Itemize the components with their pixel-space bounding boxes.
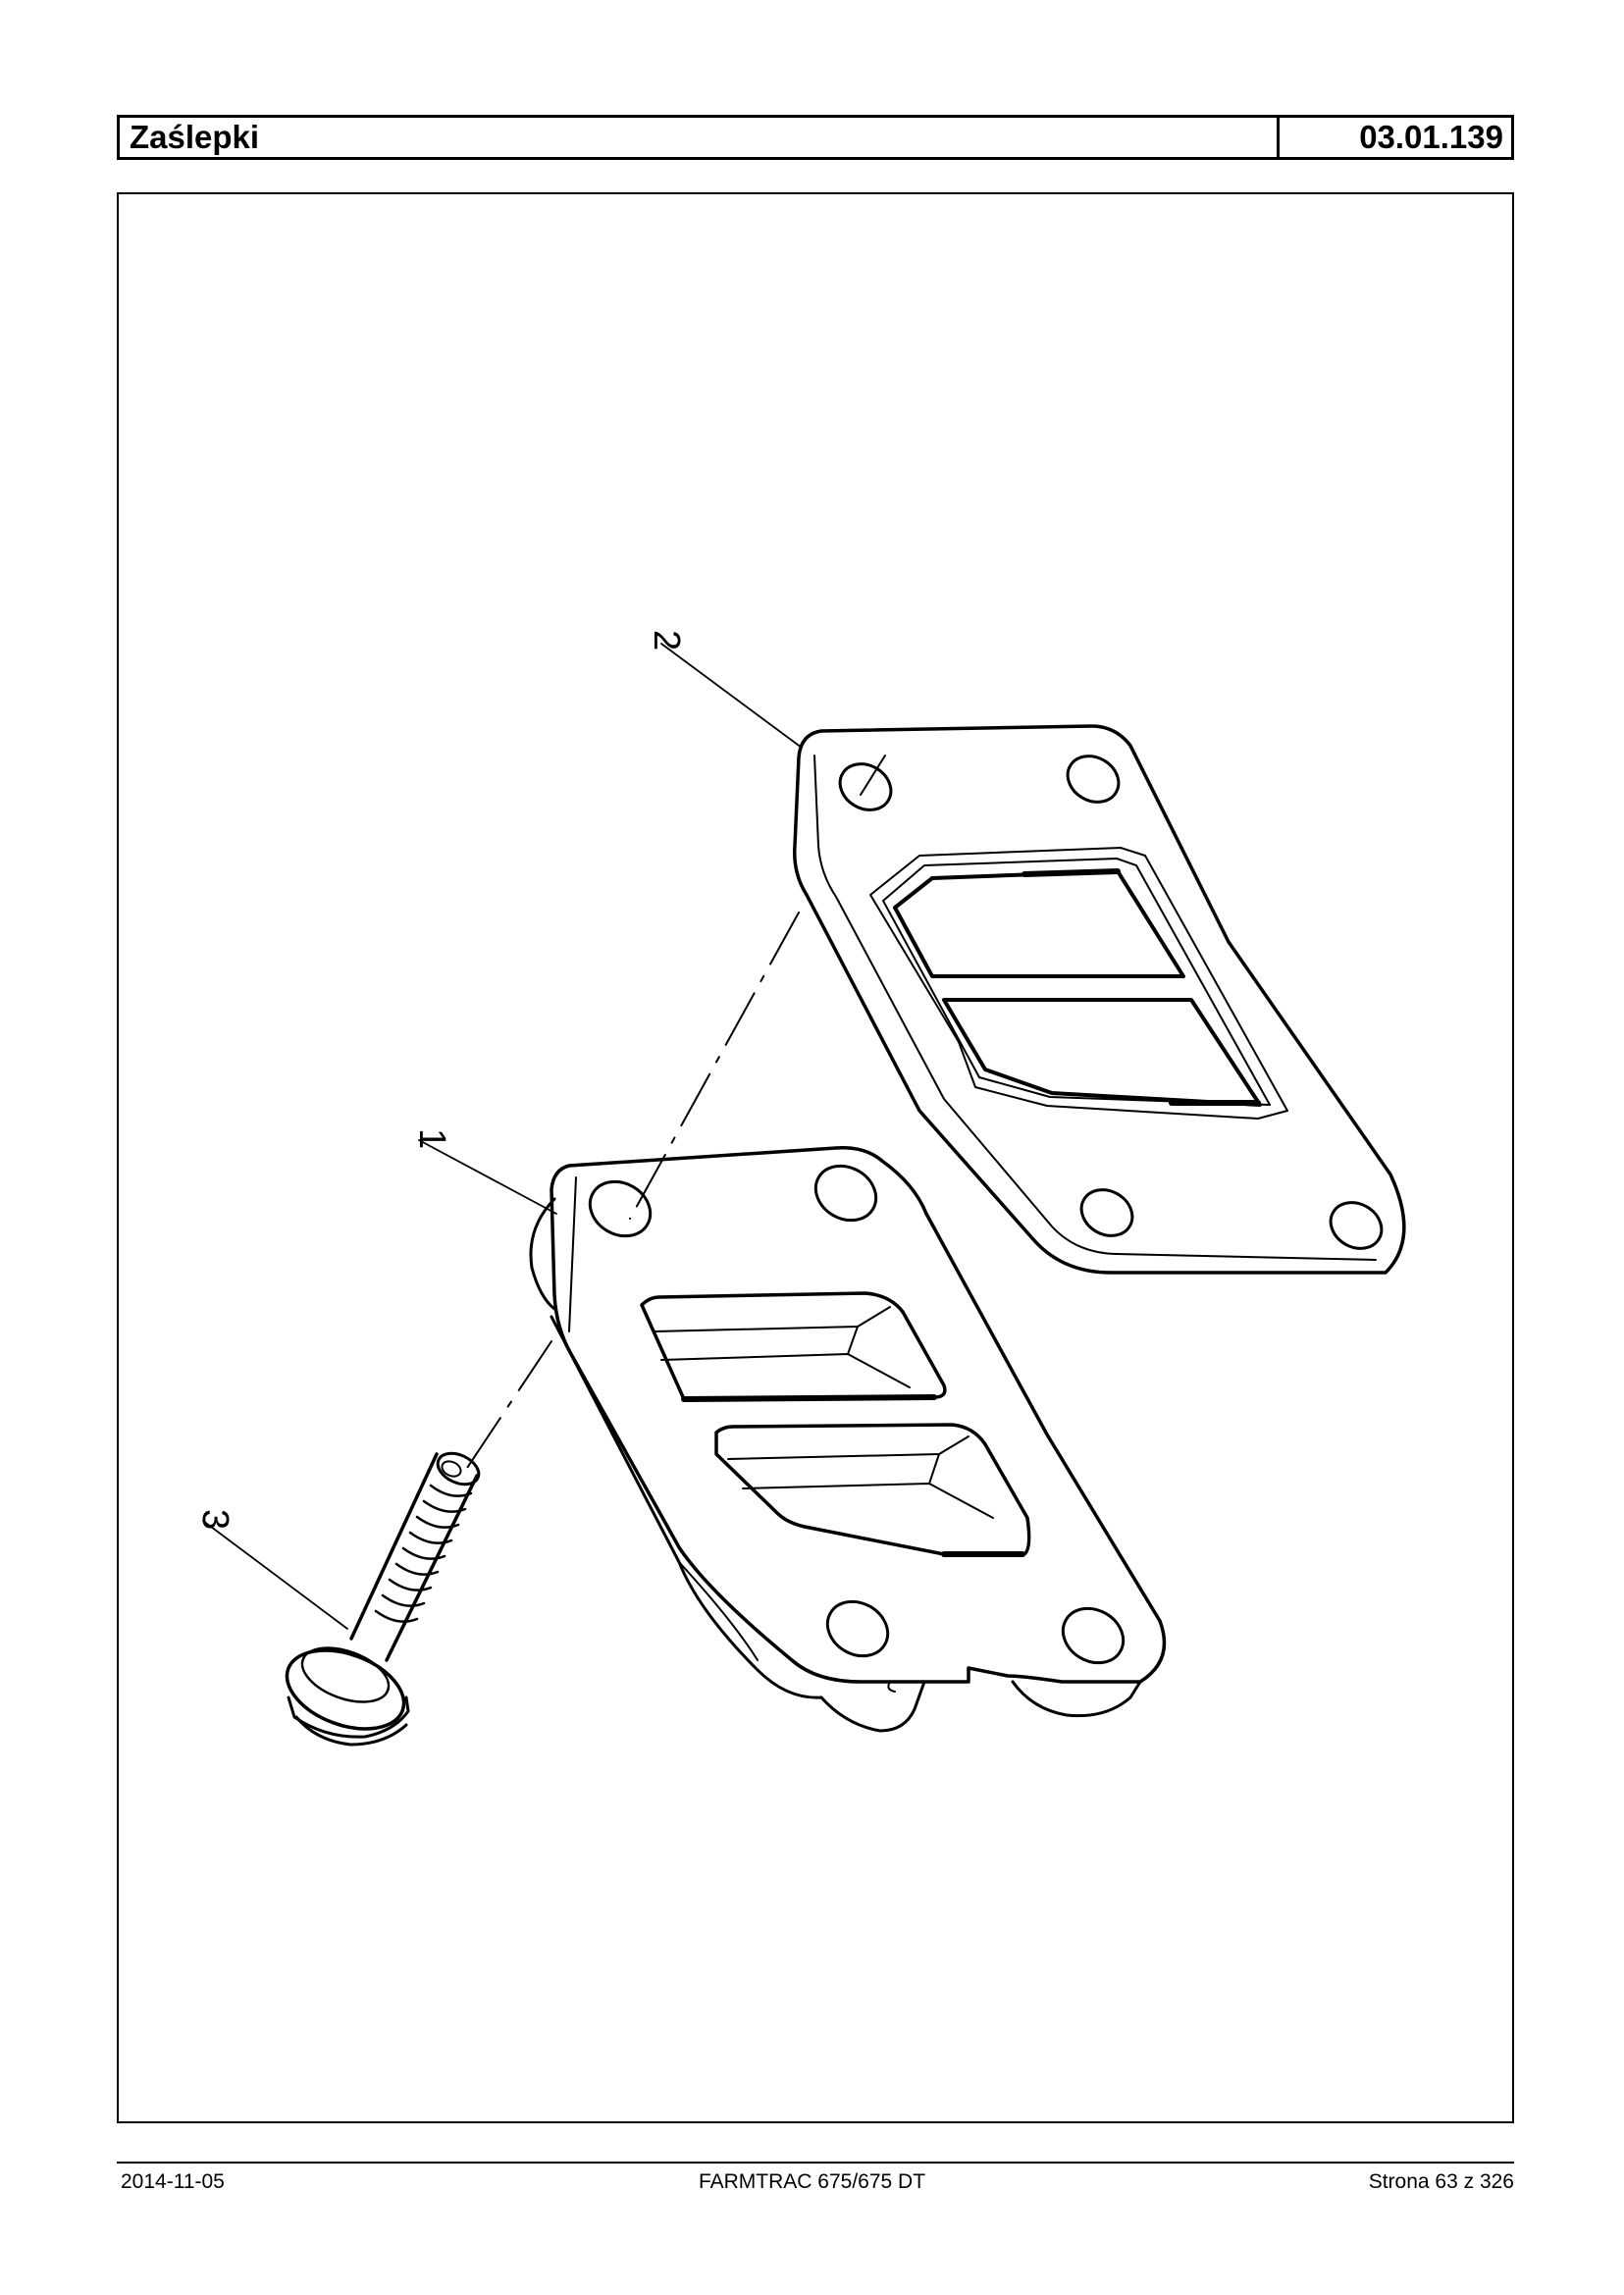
cover-pocket-upper bbox=[640, 1291, 947, 1401]
footer-divider bbox=[117, 2162, 1514, 2164]
cover-hole bbox=[588, 1179, 653, 1238]
cover-hole bbox=[825, 1599, 890, 1658]
gasket-hole bbox=[1329, 1201, 1384, 1250]
flange-bolt-part bbox=[285, 1451, 481, 1747]
gasket-hole bbox=[1079, 1188, 1134, 1237]
footer-date: 2014-11-05 bbox=[121, 2170, 225, 2193]
section-title: Zaślepki bbox=[120, 118, 1280, 157]
callout-leaders bbox=[202, 643, 803, 1630]
callout-1: 1 bbox=[411, 1128, 452, 1149]
cover-pocket-lower bbox=[714, 1423, 1031, 1557]
bolt-flange bbox=[285, 1648, 406, 1731]
exploded-drawing: 2 1 3 bbox=[194, 630, 1406, 1747]
cover-hole bbox=[1061, 1606, 1126, 1665]
callout-2: 2 bbox=[646, 630, 687, 651]
callout-3: 3 bbox=[194, 1509, 236, 1530]
gasket-window-upper bbox=[893, 869, 1185, 978]
assembly-centerlines bbox=[462, 912, 800, 1475]
footer-page-number: Strona 63 z 326 bbox=[1368, 2170, 1514, 2193]
cover-plate-part bbox=[529, 1146, 1167, 1733]
cover-hole bbox=[813, 1164, 878, 1223]
gasket-window-lower bbox=[942, 998, 1262, 1107]
exploded-drawing-frame: 2 1 3 bbox=[117, 192, 1514, 2123]
section-code: 03.01.139 bbox=[1359, 119, 1503, 155]
gasket-part bbox=[793, 724, 1406, 1275]
gasket-hole bbox=[1066, 755, 1121, 804]
footer-model: FARMTRAC 675/675 DT bbox=[698, 2170, 926, 2193]
page-header: Zaślepki 03.01.139 bbox=[117, 115, 1514, 160]
